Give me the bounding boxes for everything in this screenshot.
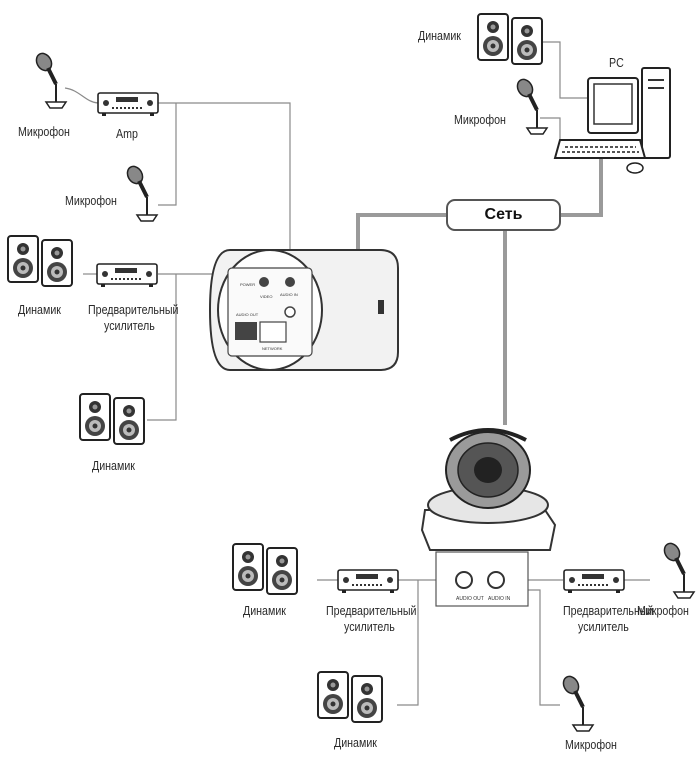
camera-video-label: VIDEO — [260, 294, 272, 299]
speaker-label: Динамик — [92, 458, 135, 473]
net-to-pc-cable — [561, 158, 601, 215]
camera-audio-out-label: AUDIO OUT — [236, 312, 259, 317]
preamp-label-line2: усилитель — [344, 619, 395, 634]
preamp-label-line1: Предварительный — [326, 603, 416, 618]
amp-icon — [98, 93, 158, 116]
speaker-icon — [8, 236, 72, 286]
microphone-icon — [661, 541, 694, 598]
pc-label: PC — [609, 55, 624, 70]
camera-power-label: POWER — [240, 282, 255, 287]
pc-icon — [555, 68, 670, 173]
dome-audio-in-label: AUDIO IN — [488, 596, 511, 602]
preamp-icon — [338, 570, 398, 593]
preamp-icon — [97, 264, 157, 287]
pc-microphone-label: Микрофон — [454, 112, 506, 127]
microphone-label: Микрофон — [637, 603, 689, 618]
microphone-label: Микрофон — [565, 737, 617, 752]
preamp-label-line2: усилитель — [578, 619, 629, 634]
preamp-label-line1: Предварительный — [88, 302, 178, 317]
speaker-label: Динамик — [334, 735, 377, 750]
speaker-icon — [80, 394, 144, 444]
speaker-label: Динамик — [18, 302, 61, 317]
microphone-icon — [33, 51, 66, 108]
microphone-icon — [514, 77, 547, 134]
microphone-icon — [560, 674, 593, 731]
network-node: Сеть — [446, 199, 561, 231]
preamp-icon — [564, 570, 624, 593]
camera-audio-in-label: AUDIO IN — [280, 292, 298, 297]
network-label: Сеть — [485, 206, 523, 224]
microphone-icon — [124, 164, 157, 221]
speaker-icon — [478, 14, 542, 64]
speaker-icon — [318, 672, 382, 722]
dome-audio-out-label: AUDIO OUT — [456, 596, 484, 602]
pc-speaker-label: Динамик — [418, 28, 461, 43]
box-camera-icon: POWER VIDEO AUDIO IN AUDIO OUT NETWORK — [210, 250, 398, 370]
microphone-label: Микрофон — [65, 193, 117, 208]
camera-network-label: NETWORK — [262, 346, 283, 351]
mic-to-amp-cable — [65, 88, 98, 103]
amp-label: Amp — [116, 126, 138, 141]
speaker-icon — [233, 544, 297, 594]
amp-microphone-label: Микрофон — [18, 124, 70, 139]
preamp-label-line2: усилитель — [104, 318, 155, 333]
speaker-label: Динамик — [243, 603, 286, 618]
